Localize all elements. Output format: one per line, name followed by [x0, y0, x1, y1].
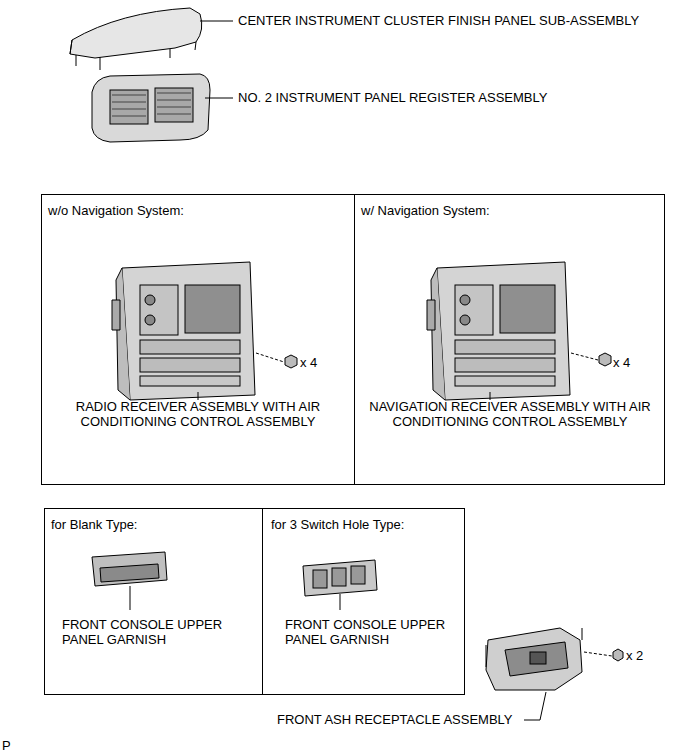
variant-panel: for 3 Switch Hole Type: FRONT CONSOLE UPP… [262, 508, 465, 695]
part-name: FRONT CONSOLE UPPER PANEL GARNISH [62, 617, 242, 647]
panel-heading: w/ Navigation System: [361, 203, 490, 218]
panel-heading: w/o Navigation System: [48, 203, 184, 218]
panel-heading: for Blank Type: [51, 517, 137, 532]
quantity-note: x 4 [613, 355, 630, 370]
panel-heading: for 3 Switch Hole Type: [271, 517, 404, 532]
variant-panel: w/o Navigation System: x 4 RADIO RECEIVER … [41, 194, 355, 485]
part-name: FRONT ASH RECEPTACLE ASSEMBLY [277, 712, 513, 727]
part-name: RADIO RECEIVER ASSEMBLY WITH AIR CONDITI… [50, 399, 346, 429]
part-name: NAVIGATION RECEIVER ASSEMBLY WITH AIR CO… [363, 399, 657, 429]
part-name: CENTER INSTRUMENT CLUSTER FINISH PANEL S… [238, 13, 639, 28]
variant-panel: w/ Navigation System: x 4 NAVIGATION RECEI… [354, 194, 665, 485]
quantity-note: x 4 [300, 355, 317, 370]
part-name: NO. 2 INSTRUMENT PANEL REGISTER ASSEMBLY [238, 90, 547, 105]
part-name: FRONT CONSOLE UPPER PANEL GARNISH [285, 617, 463, 647]
variant-panel: for Blank Type: FRONT CONSOLE UPPER PANEL… [44, 508, 263, 695]
figure-code: P [2, 738, 11, 753]
quantity-note: x 2 [626, 648, 643, 663]
